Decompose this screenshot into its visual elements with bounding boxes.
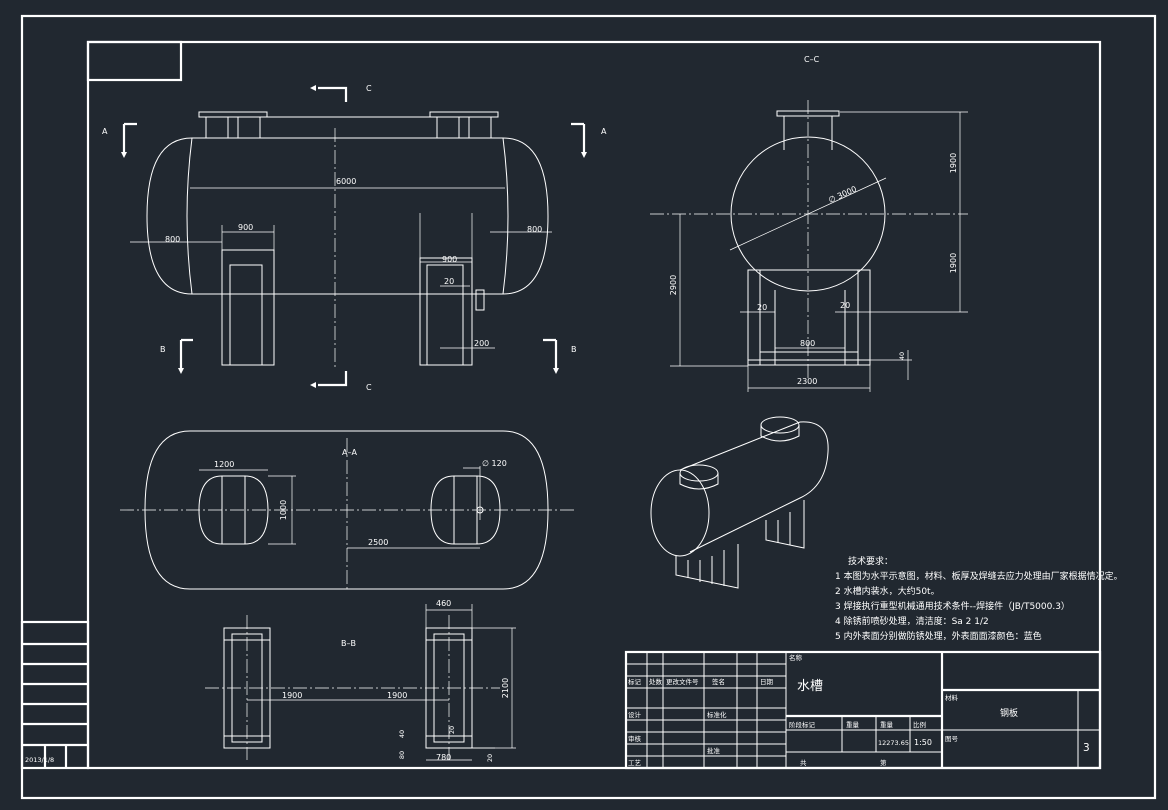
bb-view-dimensions [205, 604, 516, 761]
dim-bb-half-left: 1900 [282, 691, 302, 700]
tb-sheet-number: 3 [1083, 742, 1090, 754]
tb-label-material: 材料 [945, 693, 959, 702]
tb-label-weight-2: 重量 [880, 721, 894, 729]
tech-req-item-3: 3 焊接执行重型机械通用技术条件--焊接件（JB/T5000.3） [835, 600, 1070, 612]
section-label-a-left: A [102, 127, 108, 136]
dim-aa-manhole: 1200 [214, 460, 234, 469]
dim-bb-height: 2100 [501, 678, 510, 698]
dim-cc-inner: 800 [800, 339, 815, 348]
dim-bb-bottom: 780 [436, 753, 451, 762]
dim-front-saddle-left: 900 [238, 223, 253, 232]
dim-aa-spacing: 2500 [368, 538, 388, 547]
left-binding-strip [20, 620, 90, 770]
dim-aa-hole: ∅ 120 [482, 459, 507, 468]
dim-aa-height: 1000 [279, 500, 288, 520]
tb-label-approve: 批准 [707, 746, 721, 755]
section-label-c-bottom: C [366, 383, 372, 392]
section-label-b-right: B [571, 345, 577, 354]
tech-req-item-1: 1 本图为水平示意图，材料、板厚及焊缝去应力处理由厂家根据情况定。 [835, 570, 1123, 582]
tb-scale: 1:50 [914, 738, 932, 747]
tb-label-code: 图号 [945, 735, 959, 743]
dim-front-head-right: 800 [527, 225, 542, 234]
tech-req-item-2: 2 水槽内装水，大约50t。 [835, 585, 940, 597]
front-view [146, 111, 549, 366]
tb-label-check: 审核 [628, 734, 642, 743]
tb-label-std: 标准化 [707, 710, 727, 719]
dim-bb-plate: 20 [448, 726, 456, 734]
tb-label-weight: 重量 [846, 721, 860, 729]
tb-label-count: 处数 [649, 677, 663, 686]
dim-front-length: 6000 [336, 177, 356, 186]
cc-view-dimensions [650, 100, 968, 392]
front-view-dimensions [130, 128, 552, 370]
dim-cc-total: 2900 [669, 275, 678, 295]
dim-front-head-left: 800 [165, 235, 180, 244]
tech-req-heading: 技术要求： [848, 555, 893, 567]
aa-view [144, 430, 549, 590]
dim-bb-bottom-height: 20 [486, 754, 494, 762]
tb-label-change: 更改文件号 [666, 677, 699, 686]
dim-front-plate: 20 [444, 277, 454, 286]
view-title-aa: A–A [342, 448, 357, 457]
inner-frame [86, 40, 1102, 770]
view-title-cc: C–C [804, 55, 820, 64]
tb-drawing-name: 水槽 [797, 679, 823, 694]
tb-label-sign: 签名 [712, 677, 725, 686]
tb-label-date: 日期 [760, 678, 774, 686]
tb-label-name: 名称 [789, 653, 803, 662]
tb-label-sheet: 共 [800, 758, 807, 767]
dim-bb-side-b: 80 [398, 751, 406, 759]
cc-view [730, 110, 886, 366]
section-label-c-top: C [366, 84, 372, 93]
tb-label-process: 工艺 [628, 759, 642, 767]
tb-label-mark: 标记 [628, 677, 642, 686]
aa-view-dimensions [120, 438, 575, 590]
dim-cc-height-top: 1900 [949, 153, 958, 173]
dim-bb-half-right: 1900 [387, 691, 407, 700]
tb-label-scale: 比例 [913, 720, 926, 729]
tb-weight: 12273.65 [878, 739, 909, 747]
dim-front-saddle-right: 900 [442, 255, 457, 264]
tb-label-design: 设计 [628, 710, 642, 719]
tech-req-item-4: 4 除锈前喷砂处理，清洁度：Sa 2 1/2 [835, 615, 989, 627]
dim-cc-base-height: 40 [898, 352, 906, 360]
tech-req-item-5: 5 内外表面分别做防锈处理，外表面面漆颜色：蓝色 [835, 630, 1042, 642]
date-stamp: 2013/1/8 [25, 756, 54, 764]
section-markers [121, 85, 587, 388]
isometric-view [650, 416, 829, 589]
section-label-a-right: A [601, 127, 607, 136]
dim-cc-base: 2300 [797, 377, 817, 386]
dim-cc-plate-right: 20 [840, 301, 850, 310]
title-block-grid [624, 650, 1102, 770]
section-label-b-left: B [160, 345, 166, 354]
dim-cc-height-bottom: 1900 [949, 253, 958, 273]
view-title-bb: B–B [341, 639, 356, 648]
tb-label-stage: 阶段标记 [789, 720, 816, 729]
tb-material: 钢板 [1000, 707, 1018, 719]
dim-cc-plate-left: 20 [757, 303, 767, 312]
dim-front-pad: 200 [474, 339, 489, 348]
dim-bb-top: 460 [436, 599, 451, 608]
sheet-code-box [86, 40, 183, 82]
outer-frame [20, 14, 1157, 800]
dim-bb-side-a: 40 [398, 730, 406, 738]
tb-label-page: 第 [880, 758, 887, 767]
